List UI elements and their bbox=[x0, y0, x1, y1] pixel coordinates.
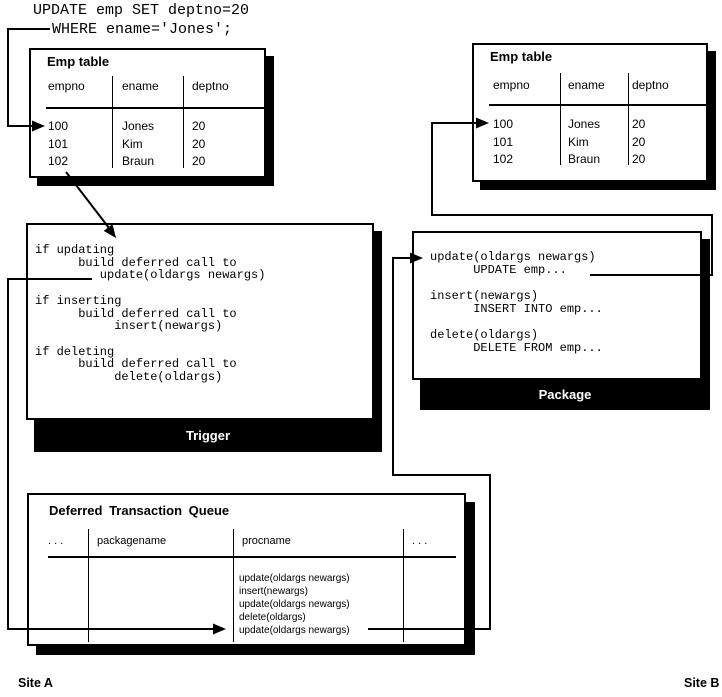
column-divider bbox=[183, 76, 184, 168]
column-header-empno: empno bbox=[493, 78, 530, 92]
queue-procname-list: update(oldargs newargs) insert(newargs) … bbox=[239, 572, 350, 637]
table-cell: Kim bbox=[122, 137, 143, 151]
site-a-label: Site A bbox=[18, 676, 53, 690]
table-cell: Jones bbox=[568, 117, 601, 131]
site-b-label: Site B bbox=[684, 676, 720, 690]
queue-header-underline bbox=[48, 556, 456, 558]
table-cell: Kim bbox=[568, 135, 589, 149]
package-code: update(oldargs newargs) UPDATE emp... in… bbox=[430, 250, 603, 355]
table-cell: 20 bbox=[192, 119, 206, 133]
table-cell: 20 bbox=[192, 137, 206, 151]
table-cell: 20 bbox=[192, 154, 206, 168]
emp-table-site-a: Emp table empno ename deptno 100 Jones 2… bbox=[29, 48, 266, 178]
package-box: update(oldargs newargs) UPDATE emp... in… bbox=[412, 231, 702, 380]
column-header-deptno: deptno bbox=[632, 78, 669, 92]
emp-table-title: Emp table bbox=[490, 49, 553, 64]
queue-procname-entry: update(oldargs newargs) bbox=[239, 573, 350, 584]
column-divider bbox=[560, 73, 561, 165]
table-cell: 101 bbox=[48, 137, 69, 151]
table-cell: Braun bbox=[122, 154, 155, 168]
emp-table-site-b: Emp table empno ename deptno 100 Jones 2… bbox=[472, 43, 708, 182]
package-banner: Package bbox=[420, 380, 710, 410]
trigger-code: if updating build deferred call to updat… bbox=[35, 243, 266, 385]
queue-column-divider bbox=[403, 529, 404, 642]
table-cell: 102 bbox=[493, 152, 514, 166]
column-header-ename: ename bbox=[122, 79, 159, 93]
table-cell: Braun bbox=[568, 152, 601, 166]
queue-procname-entry: update(oldargs newargs) bbox=[239, 625, 350, 636]
column-header-ename: ename bbox=[568, 78, 605, 92]
column-divider bbox=[112, 76, 113, 168]
table-cell: 20 bbox=[632, 152, 646, 166]
table-cell: 100 bbox=[48, 119, 69, 133]
queue-title: Deferred Transaction Queue bbox=[49, 503, 230, 518]
queue-column-ellipsis-right: . . . bbox=[412, 535, 428, 547]
queue-column-divider bbox=[233, 529, 234, 642]
table-cell: 101 bbox=[493, 135, 514, 149]
queue-procname-entry: delete(oldargs) bbox=[239, 612, 306, 623]
trigger-banner: Trigger bbox=[34, 419, 382, 452]
queue-column-procname: procname bbox=[242, 535, 291, 547]
header-underline bbox=[46, 107, 264, 109]
table-cell: 20 bbox=[632, 117, 646, 131]
table-cell: 102 bbox=[48, 154, 69, 168]
column-header-empno: empno bbox=[48, 79, 85, 93]
table-cell: 20 bbox=[632, 135, 646, 149]
column-header-deptno: deptno bbox=[192, 79, 229, 93]
table-cell: Jones bbox=[122, 119, 155, 133]
sql-statement-line-2: WHERE ename='Jones'; bbox=[52, 21, 233, 38]
emp-table-title: Emp table bbox=[47, 54, 110, 69]
queue-procname-entry: insert(newargs) bbox=[239, 586, 308, 597]
queue-column-ellipsis-left: . . . bbox=[48, 535, 64, 547]
table-cell: 100 bbox=[493, 117, 514, 131]
queue-procname-entry: update(oldargs newargs) bbox=[239, 599, 350, 610]
queue-column-divider bbox=[88, 529, 89, 642]
trigger-box: if updating build deferred call to updat… bbox=[26, 223, 374, 420]
sql-statement-line-1: UPDATE emp SET deptno=20 bbox=[33, 2, 250, 19]
connector-table-to-trigger bbox=[65, 171, 110, 229]
header-underline bbox=[489, 104, 707, 106]
queue-column-packagename: packagename bbox=[97, 535, 167, 547]
column-divider bbox=[628, 73, 629, 165]
deferred-transaction-queue-box: Deferred Transaction Queue . . . package… bbox=[27, 493, 466, 646]
